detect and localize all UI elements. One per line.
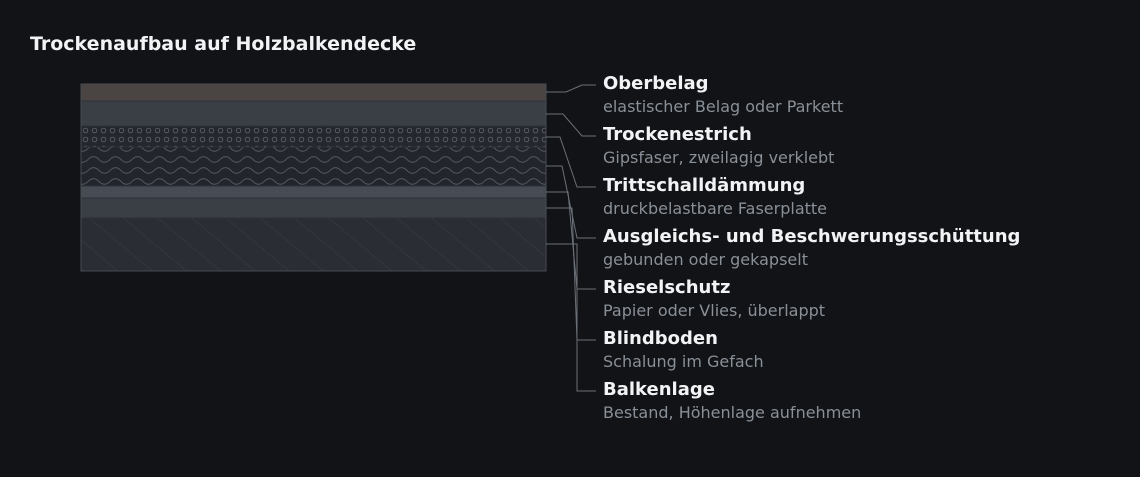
label-blindboden: Blindboden Schalung im Gefach [603, 327, 1020, 378]
layer-name: Balkenlage [603, 379, 715, 400]
layer-oberbelag [81, 84, 546, 101]
leader-trittschalldaemmung [546, 136, 596, 188]
layer-description: gebunden oder gekapselt [603, 250, 808, 269]
layer-name: Rieselschutz [603, 277, 731, 298]
label-trittschalldaemmung: Trittschalldämmung druckbelastbare Faser… [603, 174, 1020, 225]
layer-blindboden [81, 198, 546, 218]
layer-stack [80, 83, 547, 272]
leader-blindboden [546, 207, 596, 341]
layer-description: Papier oder Vlies, überlappt [603, 301, 826, 320]
layer-description: druckbelastbare Faserplatte [603, 199, 828, 218]
layer-description: Schalung im Gefach [603, 352, 764, 371]
leader-lines [546, 84, 596, 392]
layer-name: Oberbelag [603, 73, 709, 94]
diagram-title: Trockenaufbau auf Holzbalkendecke [30, 33, 417, 55]
layer-name: Trockenestrich [603, 124, 752, 145]
label-oberbelag: Oberbelag elastischer Belag oder Parkett [603, 72, 1020, 123]
layer-name: Ausgleichs- und Beschwerungsschüttung [603, 226, 1021, 247]
leader-balkenlage [546, 243, 596, 392]
label-trockenestrich: Trockenestrich Gipsfaser, zweilagig verk… [603, 123, 1020, 174]
leader-rieselschutz [546, 191, 596, 290]
layer-rieselschutz [81, 186, 546, 198]
layer-description: Bestand, Höhenlage aufnehmen [603, 403, 862, 422]
layer-name: Blindboden [603, 328, 718, 349]
label-rieselschutz: Rieselschutz Papier oder Vlies, überlapp… [603, 276, 1020, 327]
layer-description: Gipsfaser, zweilagig verklebt [603, 148, 835, 167]
leader-ausgleichsschuettung [546, 165, 596, 239]
layer-name: Trittschalldämmung [603, 175, 806, 196]
label-balkenlage: Balkenlage Bestand, Höhenlage aufnehmen [603, 378, 1020, 429]
layer-labels: Oberbelag elastischer Belag oder Parkett… [603, 72, 1020, 429]
label-ausgleichsschuettung: Ausgleichs- und Beschwerungsschüttung ge… [603, 225, 1020, 276]
leader-trockenestrich [546, 113, 596, 137]
leader-oberbelag [546, 84, 596, 93]
layer-description: elastischer Belag oder Parkett [603, 97, 844, 116]
layer-trockenestrich [81, 101, 546, 126]
